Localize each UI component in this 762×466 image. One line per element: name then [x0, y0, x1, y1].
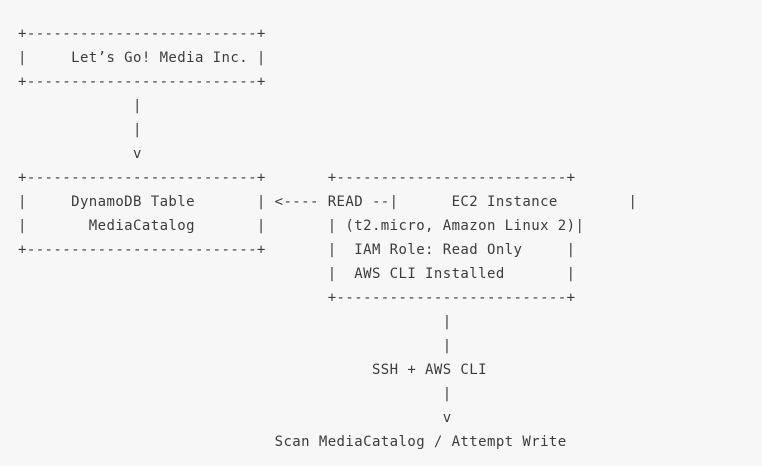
- ascii-architecture-diagram: +--------------------------+ | Let’s Go!…: [18, 26, 638, 450]
